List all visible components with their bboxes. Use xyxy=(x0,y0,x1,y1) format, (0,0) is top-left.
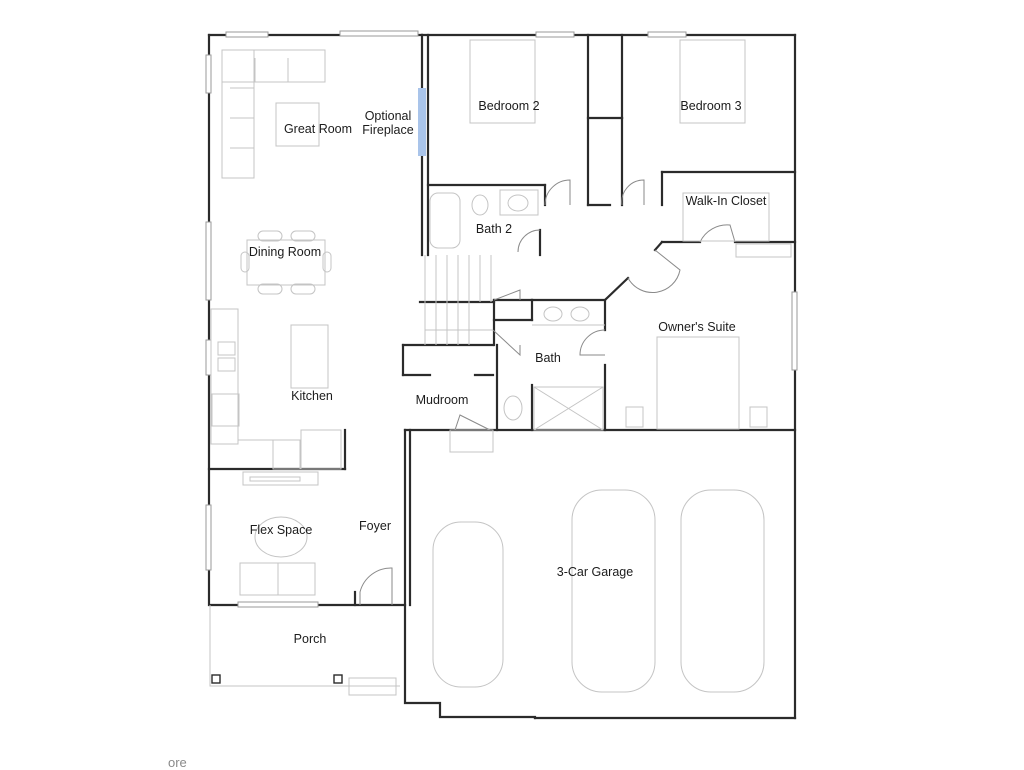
windows xyxy=(205,30,798,608)
room-label-kitchen: Kitchen xyxy=(291,389,333,403)
room-label-bedroom-3: Bedroom 3 xyxy=(680,99,742,113)
room-label-flex-space: Flex Space xyxy=(249,523,313,537)
room-label-mudroom: Mudroom xyxy=(415,393,469,407)
room-label-owners-suite: Owner's Suite xyxy=(658,320,736,334)
room-label-optional-fireplace: Optional Fireplace xyxy=(362,109,414,137)
room-label-dining-room: Dining Room xyxy=(248,245,322,259)
room-label-foyer: Foyer xyxy=(359,519,391,533)
stairs xyxy=(424,255,493,345)
room-label-bath-2: Bath 2 xyxy=(475,222,513,236)
room-label-bedroom-2: Bedroom 2 xyxy=(478,99,540,113)
doors xyxy=(359,179,736,605)
room-label-bath: Bath xyxy=(535,351,561,365)
room-label-3-car-garage: 3-Car Garage xyxy=(556,565,634,579)
footer-partial-text: ore xyxy=(168,755,187,770)
room-label-walk-in-closet: Walk-In Closet xyxy=(685,194,767,208)
room-label-great-room: Great Room xyxy=(283,122,353,136)
porch-posts xyxy=(211,674,343,684)
optional-fireplace-highlight xyxy=(418,88,426,156)
exterior-walls xyxy=(207,33,797,720)
room-label-porch: Porch xyxy=(293,632,327,646)
furniture xyxy=(209,39,792,696)
